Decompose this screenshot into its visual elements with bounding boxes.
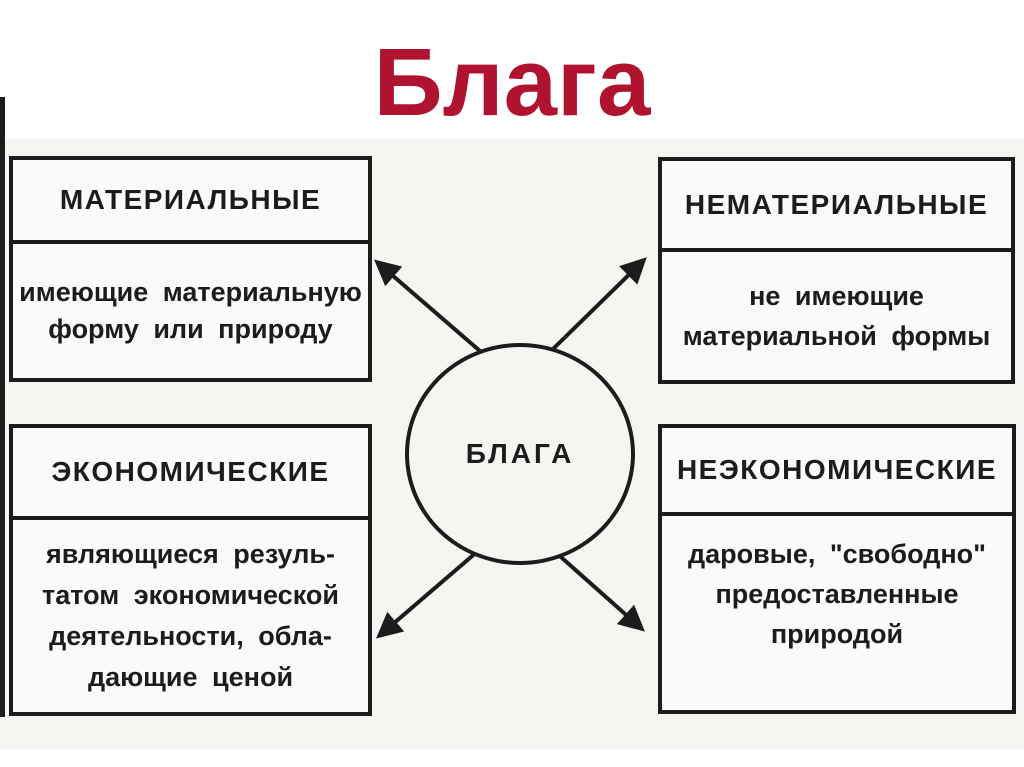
box-material-body: имеющие материальную форму или природу xyxy=(13,244,368,378)
arrow-to-nonmaterial xyxy=(551,257,647,351)
page-title: Блага xyxy=(373,29,651,136)
text-line: татом экономической xyxy=(42,580,339,610)
box-economic: ЭКОНОМИЧЕСКИЕ являющиеся резуль- татом э… xyxy=(9,424,372,716)
text-line: даровые, "свободно" xyxy=(688,539,986,569)
box-noneconomic-header: НЕЭКОНОМИЧЕСКИЕ xyxy=(662,428,1012,516)
box-economic-header: ЭКОНОМИЧЕСКИЕ xyxy=(13,428,368,520)
center-circle-label: БЛАГА xyxy=(465,438,575,469)
arrow-to-noneconomic xyxy=(551,548,645,632)
text-line: материальной формы xyxy=(682,321,991,351)
box-noneconomic: НЕЭКОНОМИЧЕСКИЕ даровые, "свободно" пред… xyxy=(658,424,1016,714)
text-line: предоставленные xyxy=(715,579,959,609)
text-line: деятельности, обла- xyxy=(49,621,332,651)
text-line: имеющие материальную xyxy=(19,277,362,307)
text-line: являющиеся резуль- xyxy=(46,539,335,569)
text-line: не имеющие xyxy=(749,281,924,311)
scan-edge-artifact xyxy=(0,97,5,717)
box-nonmaterial-body: не имеющие материальной формы xyxy=(662,252,1011,380)
text-line: природой xyxy=(770,619,904,649)
arrow-to-material xyxy=(374,259,482,353)
box-nonmaterial: НЕМАТЕРИАЛЬНЫЕ не имеющие материальной ф… xyxy=(658,157,1015,384)
text-line: дающие ценой xyxy=(87,662,294,692)
arrow-to-economic xyxy=(376,549,480,639)
center-circle: БЛАГА xyxy=(405,343,635,565)
box-nonmaterial-header: НЕМАТЕРИАЛЬНЫЕ xyxy=(662,161,1011,252)
box-noneconomic-body: даровые, "свободно" предоставленные прир… xyxy=(662,516,1012,728)
box-material: МАТЕРИАЛЬНЫЕ имеющие материальную форму … xyxy=(9,156,372,382)
box-material-header: МАТЕРИАЛЬНЫЕ xyxy=(13,160,368,244)
text-line: форму или природу xyxy=(48,314,333,344)
box-economic-body: являющиеся резуль- татом экономической д… xyxy=(13,520,368,712)
